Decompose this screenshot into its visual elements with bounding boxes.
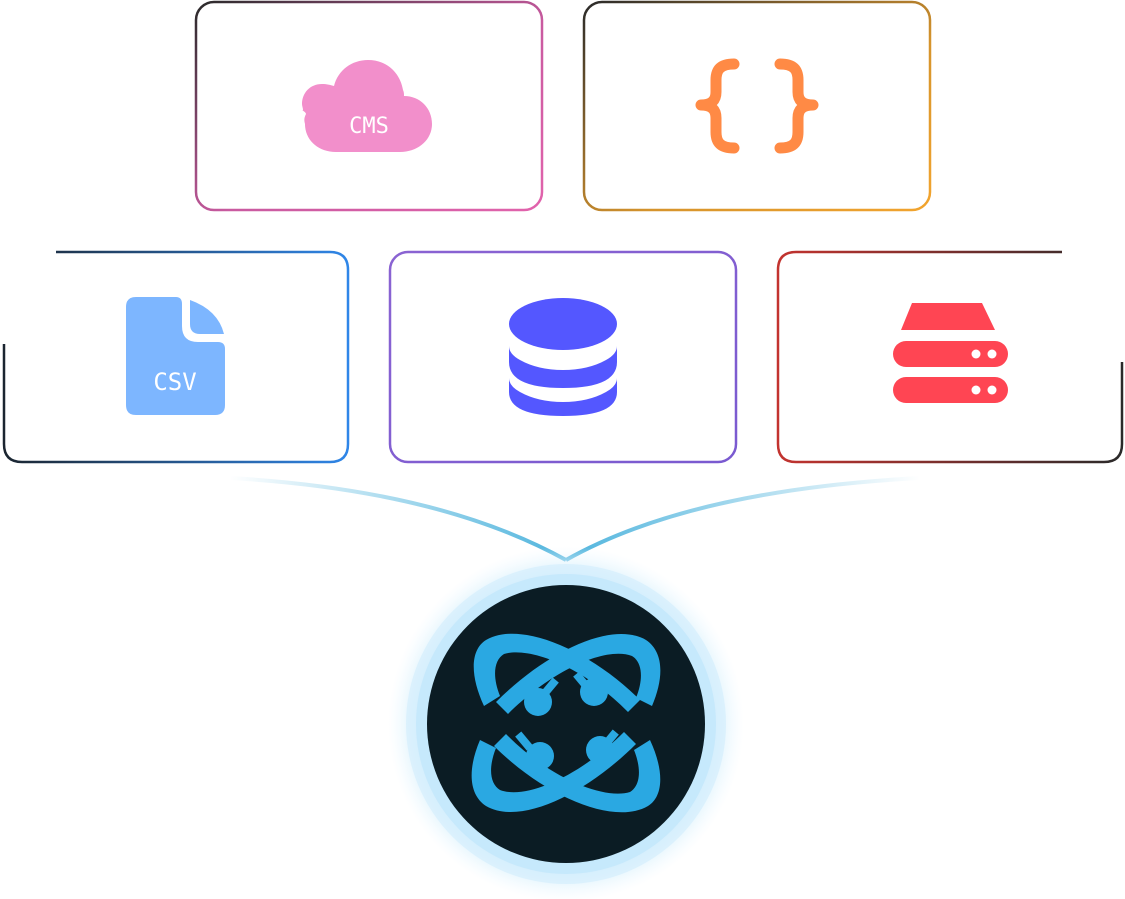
server-card (776, 250, 1124, 464)
file-icon (126, 297, 225, 415)
json-card (582, 0, 932, 212)
cms-label: CMS (349, 114, 389, 139)
database-icon (509, 298, 617, 416)
connector-left (229, 476, 567, 562)
hub-circle (427, 585, 705, 863)
connector-right (565, 476, 921, 562)
csv-label: CSV (153, 368, 196, 396)
cms-card: CMS (194, 0, 544, 212)
csv-card: CSV (2, 250, 350, 464)
database-card (388, 250, 738, 464)
server-icon (893, 303, 1008, 403)
cube-js-logo-icon (471, 633, 661, 813)
hub (388, 546, 744, 899)
cloud-icon (302, 60, 432, 152)
curly-braces-icon (695, 58, 819, 154)
